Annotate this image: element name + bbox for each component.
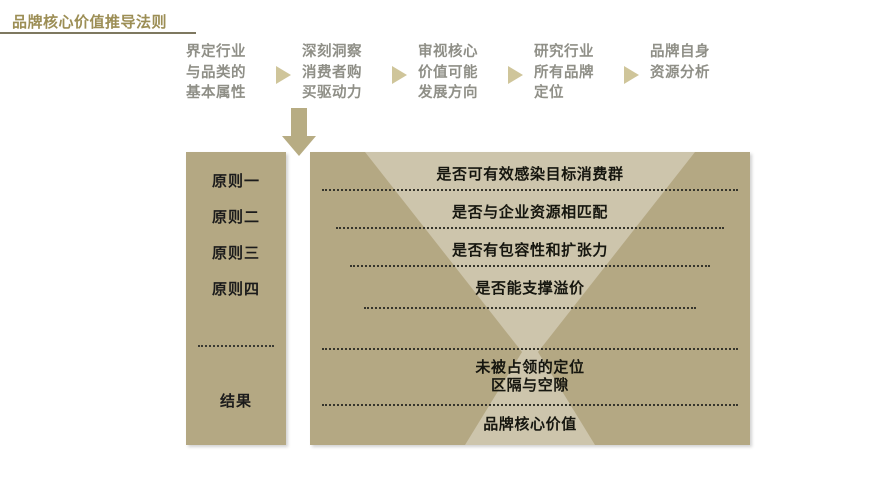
triangle-right-icon — [500, 42, 534, 112]
principles-panel: 原则一 原则二 原则三 原则四 结果 — [186, 152, 286, 445]
criteria-divider-2 — [336, 227, 724, 229]
principles-result-label: 结果 — [219, 393, 252, 410]
flow-step-1: 界定行业 与品类的 基本属性 — [186, 44, 246, 102]
arrow-down-icon — [282, 108, 316, 156]
criteria-row-1: 是否可有效感染目标消费群 — [436, 166, 624, 183]
criteria-divider-3 — [350, 265, 710, 267]
criteria-panel: 是否可有效感染目标消费群 是否与企业资源相匹配 是否有包容性和扩张力 是否能支撑… — [310, 152, 750, 445]
criteria-row-2: 是否与企业资源相匹配 — [451, 204, 608, 221]
principles-divider — [198, 345, 274, 347]
triangle-right-icon — [616, 42, 650, 112]
page-title: 品牌核心价值推导法则 — [12, 14, 168, 31]
principle-item-2: 原则二 — [211, 209, 260, 226]
flow-step-5: 品牌自身 资源分析 — [650, 44, 710, 81]
triangle-right-icon — [268, 42, 302, 112]
criteria-divider-4 — [364, 307, 696, 309]
title-underline — [0, 10, 196, 34]
criteria-result-1: 未被占领的定位 区隔与空隙 — [475, 359, 585, 395]
criteria-divider-1 — [322, 189, 738, 191]
criteria-divider-6 — [322, 404, 738, 406]
funnel-shape — [365, 152, 695, 445]
criteria-row-4: 是否能支撑溢价 — [475, 280, 585, 297]
flow-step-4: 研究行业 所有品牌 定位 — [534, 44, 594, 102]
principle-item-1: 原则一 — [211, 173, 260, 190]
criteria-row-3: 是否有包容性和扩张力 — [451, 242, 608, 259]
principle-item-3: 原则三 — [211, 245, 260, 262]
criteria-divider-5 — [322, 348, 738, 350]
process-flow: 界定行业 与品类的 基本属性 深刻洞察 消费者购 买驱动力 审视核心 价值可能 … — [186, 42, 786, 112]
flow-step-3: 审视核心 价值可能 发展方向 — [418, 44, 478, 102]
flow-step-2: 深刻洞察 消费者购 买驱动力 — [302, 44, 362, 102]
triangle-right-icon — [384, 42, 418, 112]
criteria-result-2: 品牌核心价值 — [483, 416, 577, 433]
principle-item-4: 原则四 — [211, 281, 260, 298]
